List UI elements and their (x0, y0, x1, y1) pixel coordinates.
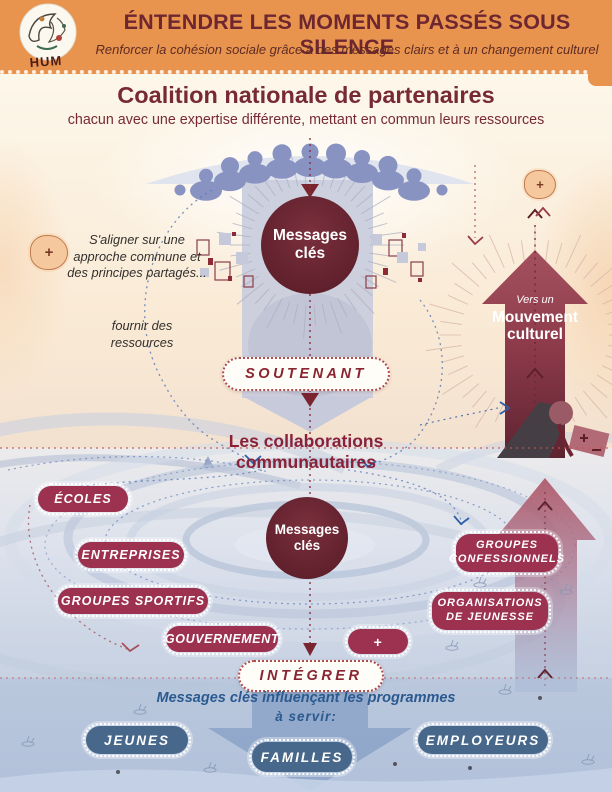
programs-caption: Messages clés influençant les programmes (156, 690, 456, 706)
collaborations-title-line2: communautaires (235, 452, 377, 473)
partner-pill-groupes-confessionnels: GROUPES CONFESSIONNELS (449, 531, 564, 575)
plus-blob-left: + (30, 235, 68, 270)
movement-label: Vers un Mouvement culturel (478, 294, 592, 344)
partner-pill-plus: + (345, 626, 411, 657)
soutenant-pill: SOUTENANT (222, 357, 390, 391)
partner-pill-gouvernement: GOUVERNEMENT (163, 623, 281, 655)
partner-pill-organisations-jeunesse: ORGANISATIONS DE JEUNESSE (429, 589, 551, 633)
mid-down-triangle (301, 393, 319, 407)
arrow-down-triangle (301, 184, 319, 198)
hum-logo (10, 2, 82, 72)
key-messages-line2: clés (293, 538, 321, 553)
dark-specks (116, 696, 542, 774)
collaborations-title-line1: Les collaborations (228, 431, 384, 451)
coalition-title: Coalition nationale de partenaires (117, 82, 495, 108)
integrer-pill: INTÉGRER (238, 660, 384, 692)
programs-caption2: à servir: (275, 709, 337, 724)
header-corner-tab (588, 70, 612, 86)
header-banner (0, 0, 612, 74)
key-messages-line1: Messages (274, 522, 340, 538)
underwater-chevrons (537, 500, 553, 679)
message-squares-red (208, 232, 422, 282)
plus-blob-right: + (524, 170, 556, 199)
poster-title: ÉNTENDRE LES MOMENTS PASSÉS SOUS SILENCE (123, 10, 571, 59)
key-messages-circle-top: Messages clés (261, 196, 359, 294)
poster-subtitle: Renforcer la cohésion sociale grâce à de… (95, 42, 599, 57)
funnel-tip (242, 396, 373, 432)
hum-logo-drawing (19, 3, 77, 61)
movement-line1: Mouvement (491, 308, 579, 326)
collaborations-title: Les collaborations communautaires (0, 431, 612, 474)
road-and-tree (497, 401, 610, 458)
partner-pill-entreprises: ENTREPRISES (75, 539, 187, 571)
underwater-up-arrow (494, 478, 596, 692)
low-down-triangle (303, 643, 317, 656)
message-squares-outline (196, 239, 424, 289)
resources-note: fournir des ressources (110, 318, 174, 350)
key-messages-line2: clés (294, 245, 326, 262)
partner-pill-ecoles: ÉCOLES (35, 483, 131, 515)
audience-pill-jeunes: JEUNES (83, 723, 191, 757)
key-messages-line1: Messages (272, 227, 348, 245)
partner-pill-groupes-sportifs: GROUPES SPORTIFS (55, 585, 211, 617)
bottom-wave (0, 768, 612, 792)
message-squares-gray (200, 233, 426, 277)
pill-line1: GROUPES (475, 539, 538, 552)
movement-line2: culturel (507, 326, 563, 344)
audience-pill-employeurs: EMPLOYEURS (415, 723, 551, 757)
key-messages-circle-water: Messages clés (266, 497, 348, 579)
movement-chevrons (526, 208, 544, 379)
movement-pre: Vers un (516, 294, 554, 306)
pill-line2: DE JEUNESSE (445, 611, 535, 623)
audience-pill-familles: FAMILLES (249, 739, 355, 775)
coalition-subtitle: chacun avec une expertise différente, me… (67, 112, 545, 128)
guide-chevrons (121, 206, 551, 653)
pill-line1: ORGANISATIONS (437, 597, 543, 610)
align-note: S'aligner sur une approche commune et de… (67, 232, 207, 281)
crowd-of-partners (174, 143, 448, 201)
programs-down-arrow (208, 688, 412, 791)
pill-line2: CONFESSIONNELS (448, 553, 566, 565)
